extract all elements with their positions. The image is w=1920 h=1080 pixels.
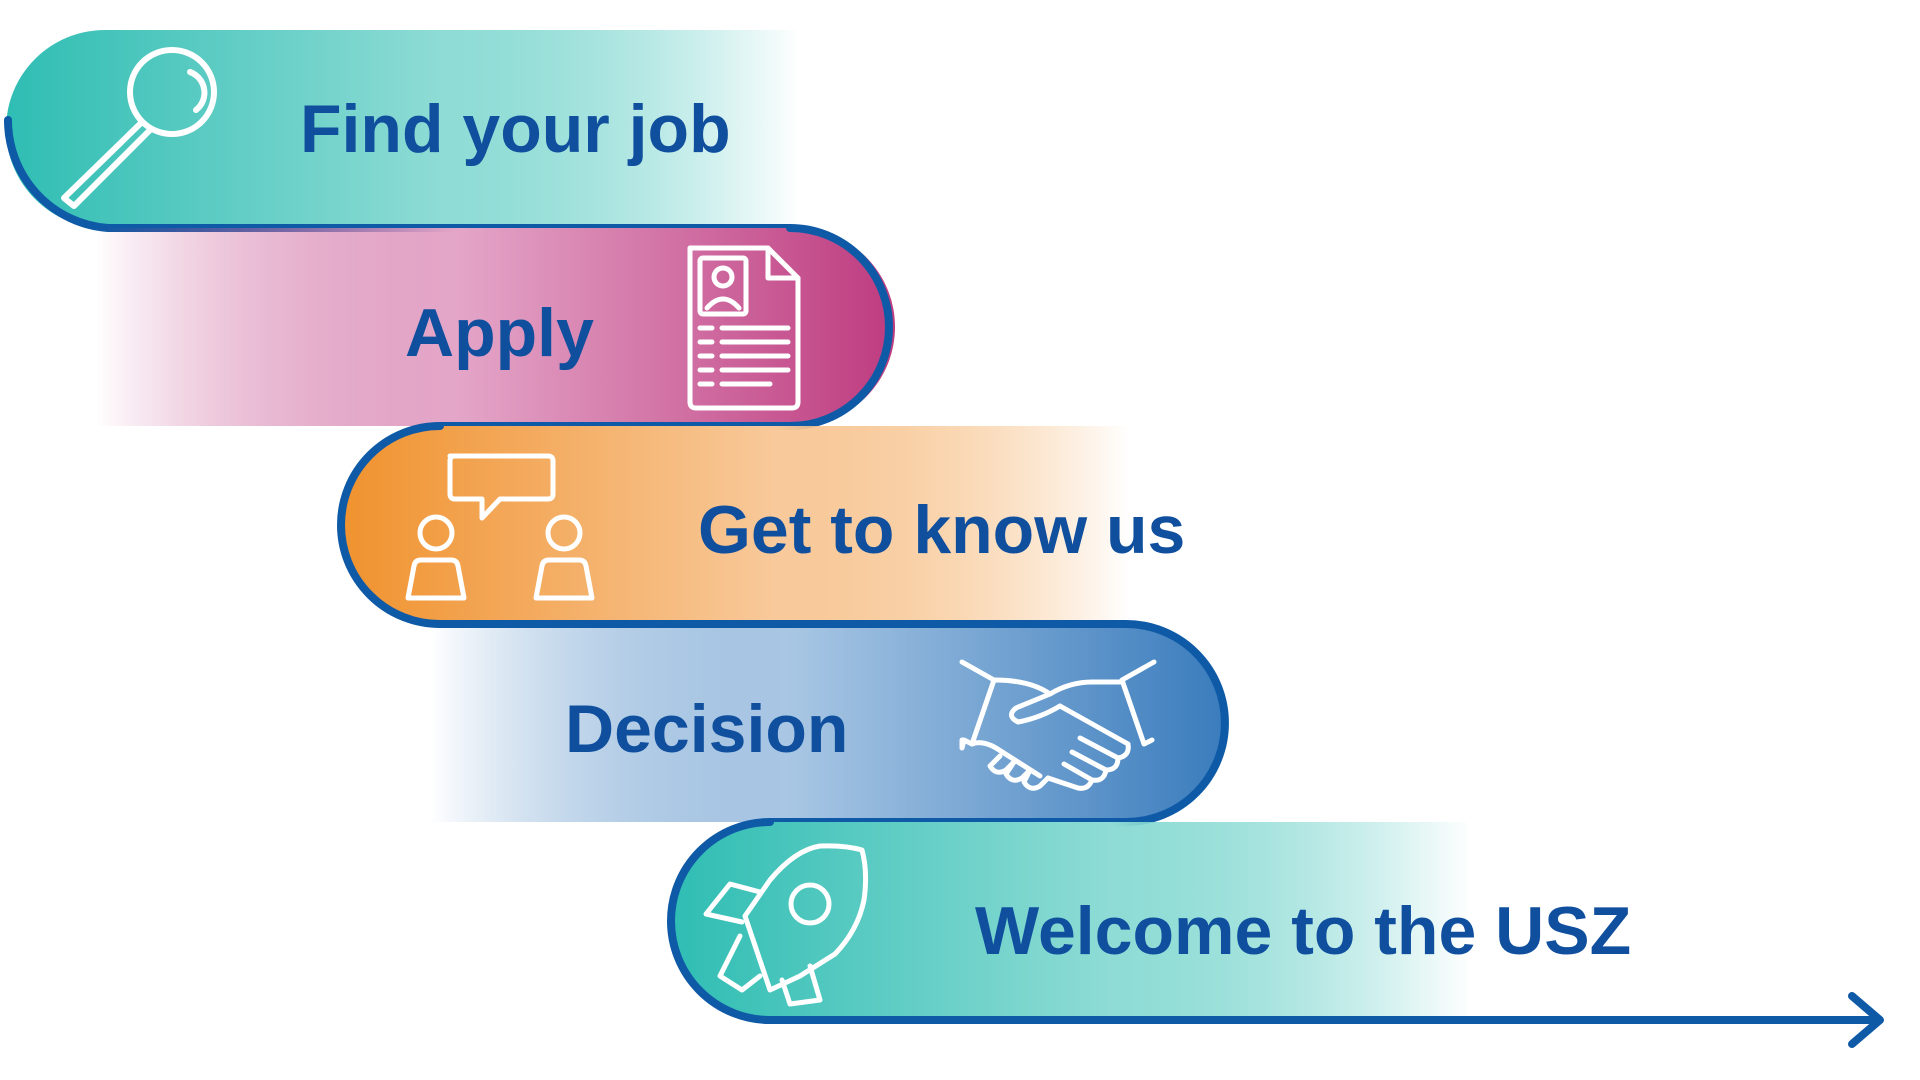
rocket-icon (703, 843, 869, 1007)
step-4-label: Decision (565, 691, 848, 767)
timeline-arrow-head-icon (1848, 992, 1884, 1048)
resume-document-icon (687, 245, 801, 411)
step-1-label: Find your job (300, 91, 731, 167)
step-4-outline (436, 620, 1229, 826)
step-3-label: Get to know us (698, 492, 1185, 568)
step-1-band (6, 30, 800, 228)
step-5-label: Welcome to the USZ (975, 893, 1631, 969)
magnifier-icon (61, 47, 217, 209)
step-5-band (671, 822, 1470, 1020)
step-2-label: Apply (405, 295, 594, 371)
step-3-band (339, 426, 1130, 624)
step-decision: Decision (430, 620, 1229, 826)
step-1-outline (3, 116, 794, 232)
step-find-your-job: Find your job (3, 30, 800, 232)
conversation-people-icon (405, 453, 595, 601)
step-3-outline (337, 422, 1124, 628)
step-welcome-to-the-usz: Welcome to the USZ (667, 818, 1884, 1048)
step-2-outline (436, 224, 893, 430)
step-5-outline (667, 818, 1879, 1024)
handshake-icon (959, 659, 1157, 791)
step-get-to-know-us: Get to know us (337, 422, 1185, 628)
step-2-band (95, 228, 895, 426)
step-apply: Apply (95, 224, 895, 430)
